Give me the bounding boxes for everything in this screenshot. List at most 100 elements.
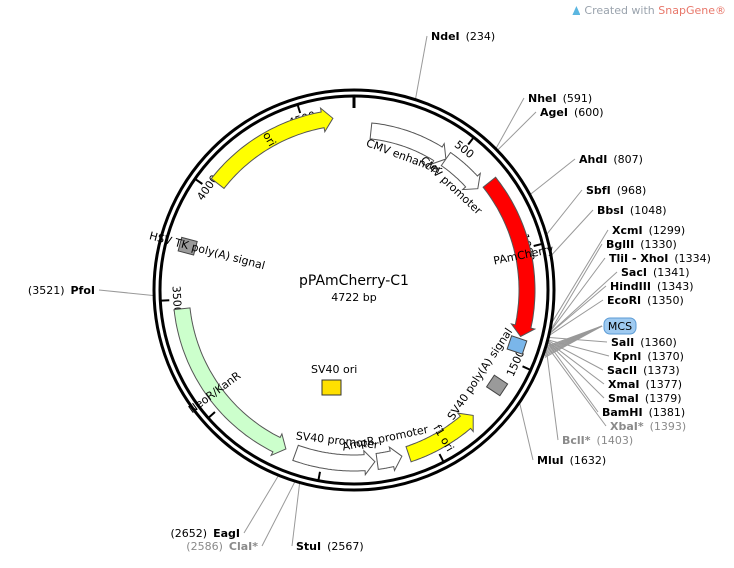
site-name: BbsI xyxy=(597,204,624,217)
site-name: StuI xyxy=(296,540,321,553)
feature-arrow-neor-kanr xyxy=(173,307,287,457)
site-label-xbai: XbaI*(1393) xyxy=(610,420,686,433)
site-name: TliI - XhoI xyxy=(609,252,668,265)
site-label-stui: StuI (2567) xyxy=(296,540,364,553)
site-leader-lines xyxy=(98,35,618,547)
site-name: SmaI xyxy=(608,392,639,405)
tick-2500 xyxy=(317,471,321,480)
tick-2000 xyxy=(438,453,445,462)
site-leader-bamhi xyxy=(547,342,599,413)
site-label-smai: SmaI(1379) xyxy=(608,392,681,405)
site-tlii-xhoi: TliI - XhoI (1334) xyxy=(609,252,711,265)
site-name: BclI* xyxy=(562,434,591,447)
site-label-nhei: NheI(591) xyxy=(528,92,592,105)
site-leader-smai xyxy=(547,342,605,399)
plasmid-name: pPAmCherry-C1 xyxy=(299,273,409,289)
tick-label-3500: 3500 xyxy=(170,285,185,314)
feature-mcs xyxy=(506,335,528,355)
feature-box-sv40-poly-a-signal xyxy=(485,374,509,397)
site-name: KpnI xyxy=(613,350,641,363)
feature-ori: ori xyxy=(210,106,334,190)
site-name: AgeI xyxy=(540,106,568,119)
site-bamhi: BamHI (1381) xyxy=(602,406,685,419)
feature-box-mcs xyxy=(506,335,528,355)
site-label-agei: AgeI (600) xyxy=(540,106,604,119)
site-name: XcmI xyxy=(612,224,643,237)
site-label-bcli: BclI* (1403) xyxy=(562,434,633,447)
plasmid-size: 4722 bp xyxy=(331,291,376,304)
site-leader-sbfi xyxy=(546,189,583,235)
site-bcli: BclI* (1403) xyxy=(562,434,633,447)
credit-prefix: Created with xyxy=(584,4,659,17)
restriction-sites: NdeI(234) NheI(591)AgeI (600) AhdI(807) SbfI… xyxy=(28,30,711,553)
site-label-ahdi: AhdI(807) xyxy=(579,153,643,166)
site-label-xmai: XmaI(1377) xyxy=(608,378,682,391)
site-position: (591) xyxy=(563,92,593,105)
site-position: (1334) xyxy=(674,252,711,265)
site-label-clai: (2586)ClaI* xyxy=(186,540,258,553)
site-bbsi: BbsI (1048) xyxy=(597,204,666,217)
site-label-ndei: NdeI(234) xyxy=(431,30,495,43)
feature-label-ori: ori xyxy=(260,130,278,149)
site-leader-agei xyxy=(497,111,537,151)
site-leader-hindiii xyxy=(549,285,607,334)
site-position: (1377) xyxy=(645,378,682,391)
site-name: AhdI xyxy=(579,153,607,166)
site-position: (600) xyxy=(574,106,604,119)
site-position: (968) xyxy=(617,184,647,197)
sv40-ori-label: SV40 ori xyxy=(311,363,357,376)
mcs-label: MCS xyxy=(608,320,632,333)
site-leader-sali xyxy=(549,337,608,343)
site-label-hindiii: HindIII (1343) xyxy=(610,280,694,293)
site-label-xcmi: XcmI (1299) xyxy=(612,224,685,237)
site-ahdi: AhdI(807) xyxy=(579,153,643,166)
tick-4000 xyxy=(195,178,203,185)
site-label-eagi: (2652) EagI xyxy=(171,527,240,540)
site-leader-ahdi xyxy=(530,158,576,195)
site-label-pfoi: (3521)PfoI xyxy=(28,284,95,297)
site-position: (1403) xyxy=(597,434,634,447)
site-name: HindIII xyxy=(610,280,651,293)
site-clai: (2586)ClaI* xyxy=(186,540,258,553)
site-name: BamHI xyxy=(602,406,643,419)
site-ndei: NdeI(234) xyxy=(431,30,495,43)
feature-arrow-sv40-promoter xyxy=(292,444,376,477)
mcs-badge: MCS xyxy=(603,317,637,335)
mcs-leader xyxy=(544,325,603,358)
site-name: SacII xyxy=(607,364,637,377)
feature-hsv-tk-poly-a-signal: HSV TK poly(A) signal xyxy=(148,229,267,272)
site-position: (1381) xyxy=(649,406,686,419)
feature-f1-ori: f1 ori xyxy=(405,412,474,463)
site-sbfi: SbfI (968) xyxy=(586,184,646,197)
site-position: (2567) xyxy=(327,540,364,553)
site-leader-clai xyxy=(261,481,296,547)
site-label-bamhi: BamHI (1381) xyxy=(602,406,685,419)
site-name: BglII xyxy=(606,238,634,251)
site-position: (1632) xyxy=(570,454,607,467)
feature-cmv-promoter: CMV promoter xyxy=(418,151,485,218)
site-agei: AgeI (600) xyxy=(540,106,604,119)
site-position: (3521) xyxy=(28,284,65,297)
site-eagi: (2652) EagI xyxy=(171,527,240,540)
site-ecori: EcoRI(1350) xyxy=(607,294,684,307)
site-leader-bbsi xyxy=(551,209,594,256)
site-name: MluI xyxy=(537,454,564,467)
site-nhei: NheI(591) xyxy=(528,92,592,105)
site-name: EagI xyxy=(213,527,240,540)
site-leader-saci xyxy=(550,271,618,333)
site-kpni: KpnI(1370) xyxy=(613,350,684,363)
site-position: (2652) xyxy=(171,527,208,540)
site-pfoi: (3521)PfoI xyxy=(28,284,95,297)
site-position: (1048) xyxy=(630,204,667,217)
site-sali: SalI(1360) xyxy=(611,336,677,349)
feature-arrow-f1-ori xyxy=(405,412,474,463)
site-stui: StuI (2567) xyxy=(296,540,364,553)
site-position: (1343) xyxy=(657,280,694,293)
site-name: SalI xyxy=(611,336,634,349)
site-label-sbfi: SbfI (968) xyxy=(586,184,646,197)
site-leader-nhei xyxy=(495,97,525,149)
feature-label-hsv-tk-poly-a-signal: HSV TK poly(A) signal xyxy=(148,229,267,272)
site-position: (1299) xyxy=(649,224,686,237)
snapgene-logo-icon xyxy=(572,6,581,15)
site-name: SbfI xyxy=(586,184,611,197)
